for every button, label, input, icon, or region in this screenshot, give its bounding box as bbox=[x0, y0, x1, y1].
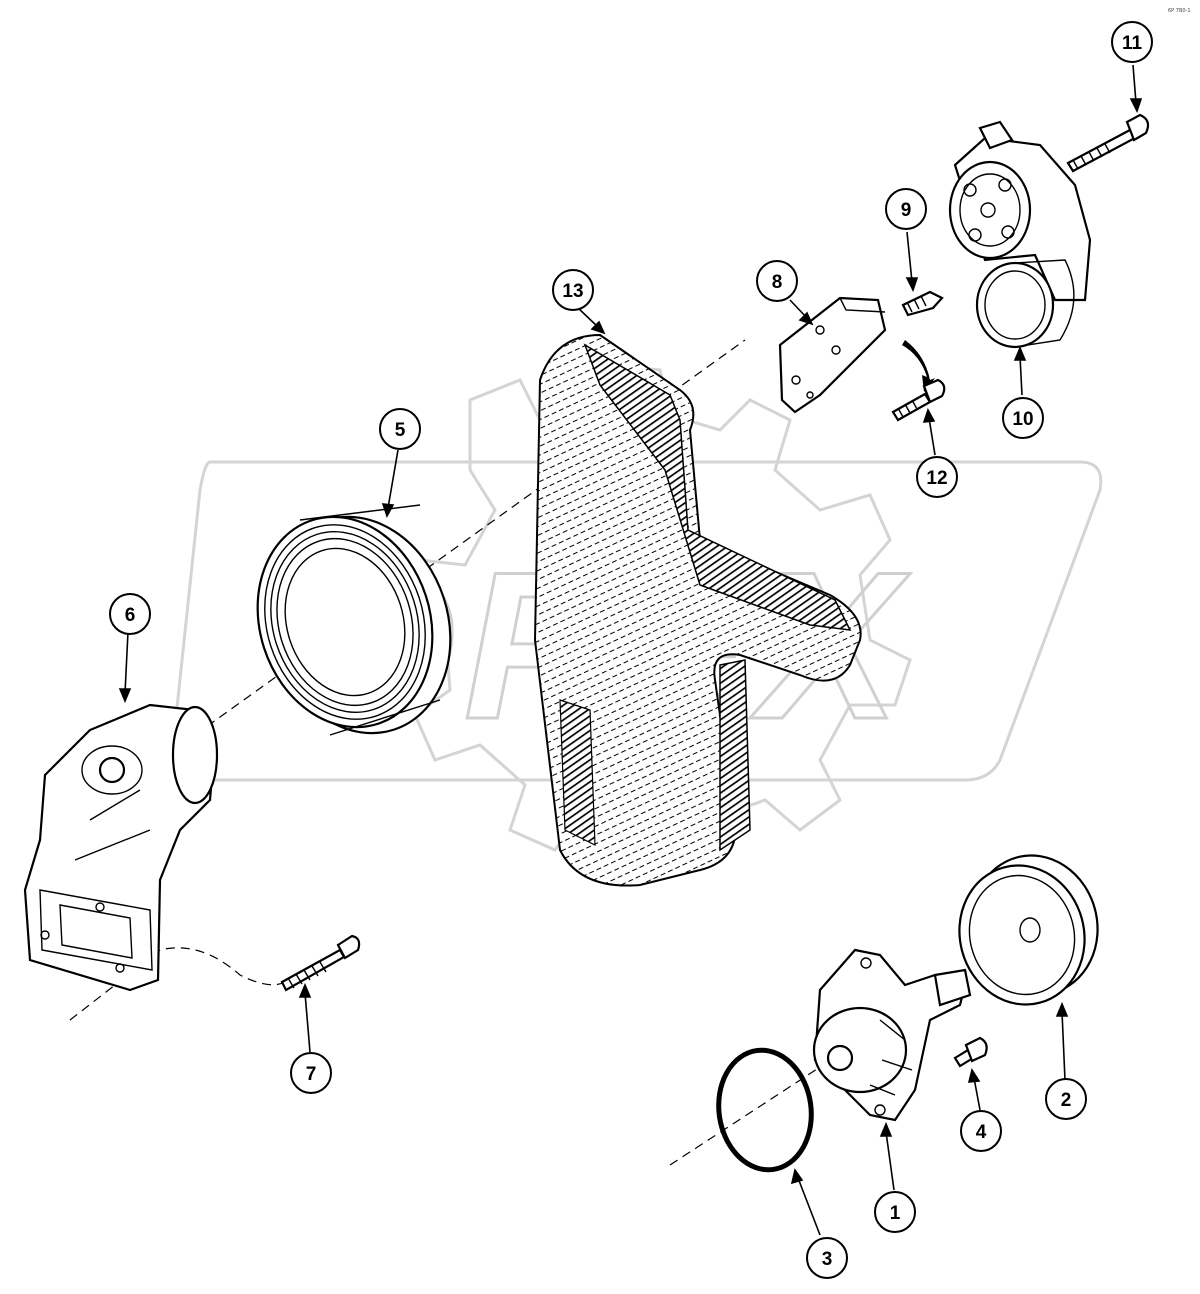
svg-text:4: 4 bbox=[976, 1122, 987, 1143]
callout-6: 6 bbox=[109, 593, 151, 635]
svg-text:9: 9 bbox=[901, 200, 912, 221]
leader-lines bbox=[118, 64, 1143, 1236]
svg-text:5: 5 bbox=[395, 420, 406, 441]
o-ring bbox=[716, 1047, 814, 1173]
svg-text:11: 11 bbox=[1122, 33, 1143, 54]
callout-2: 2 bbox=[1045, 1078, 1087, 1120]
svg-text:6: 6 bbox=[125, 605, 136, 626]
svg-text:13: 13 bbox=[562, 281, 583, 302]
svg-text:1: 1 bbox=[890, 1203, 901, 1224]
svg-text:10: 10 bbox=[1012, 409, 1033, 430]
mounting-bracket bbox=[23, 703, 219, 992]
crankshaft-pulley bbox=[256, 504, 452, 736]
bolt-7 bbox=[280, 934, 361, 992]
water-pump bbox=[812, 948, 972, 1122]
callout-9: 9 bbox=[885, 188, 927, 230]
callout-4: 4 bbox=[960, 1110, 1002, 1152]
drawing-code: 6P 7B0-1 bbox=[1168, 8, 1191, 14]
callout-11: 11 bbox=[1111, 21, 1153, 63]
callout-5: 5 bbox=[379, 408, 421, 450]
svg-text:2: 2 bbox=[1061, 1090, 1072, 1111]
callout-1: 1 bbox=[874, 1191, 916, 1233]
callout-8: 8 bbox=[756, 260, 798, 302]
svg-text:7: 7 bbox=[306, 1064, 317, 1085]
drive-belt bbox=[533, 333, 862, 887]
rotation-arrow-icon bbox=[902, 340, 935, 392]
screw-9 bbox=[901, 290, 944, 317]
callout-13: 13 bbox=[552, 269, 594, 311]
belt-tensioner bbox=[948, 120, 1092, 349]
idler-pulley bbox=[958, 854, 1099, 1006]
svg-text:8: 8 bbox=[772, 272, 783, 293]
adapter-plate bbox=[778, 296, 887, 414]
callout-7: 7 bbox=[290, 1052, 332, 1094]
svg-text:12: 12 bbox=[926, 468, 947, 489]
bolt-4 bbox=[953, 1036, 988, 1068]
bolt-11 bbox=[1066, 113, 1150, 173]
bolt-12 bbox=[891, 378, 946, 422]
svg-text:3: 3 bbox=[822, 1249, 833, 1270]
callout-12: 12 bbox=[916, 456, 958, 498]
callout-3: 3 bbox=[806, 1237, 848, 1279]
callout-10: 10 bbox=[1002, 397, 1044, 439]
